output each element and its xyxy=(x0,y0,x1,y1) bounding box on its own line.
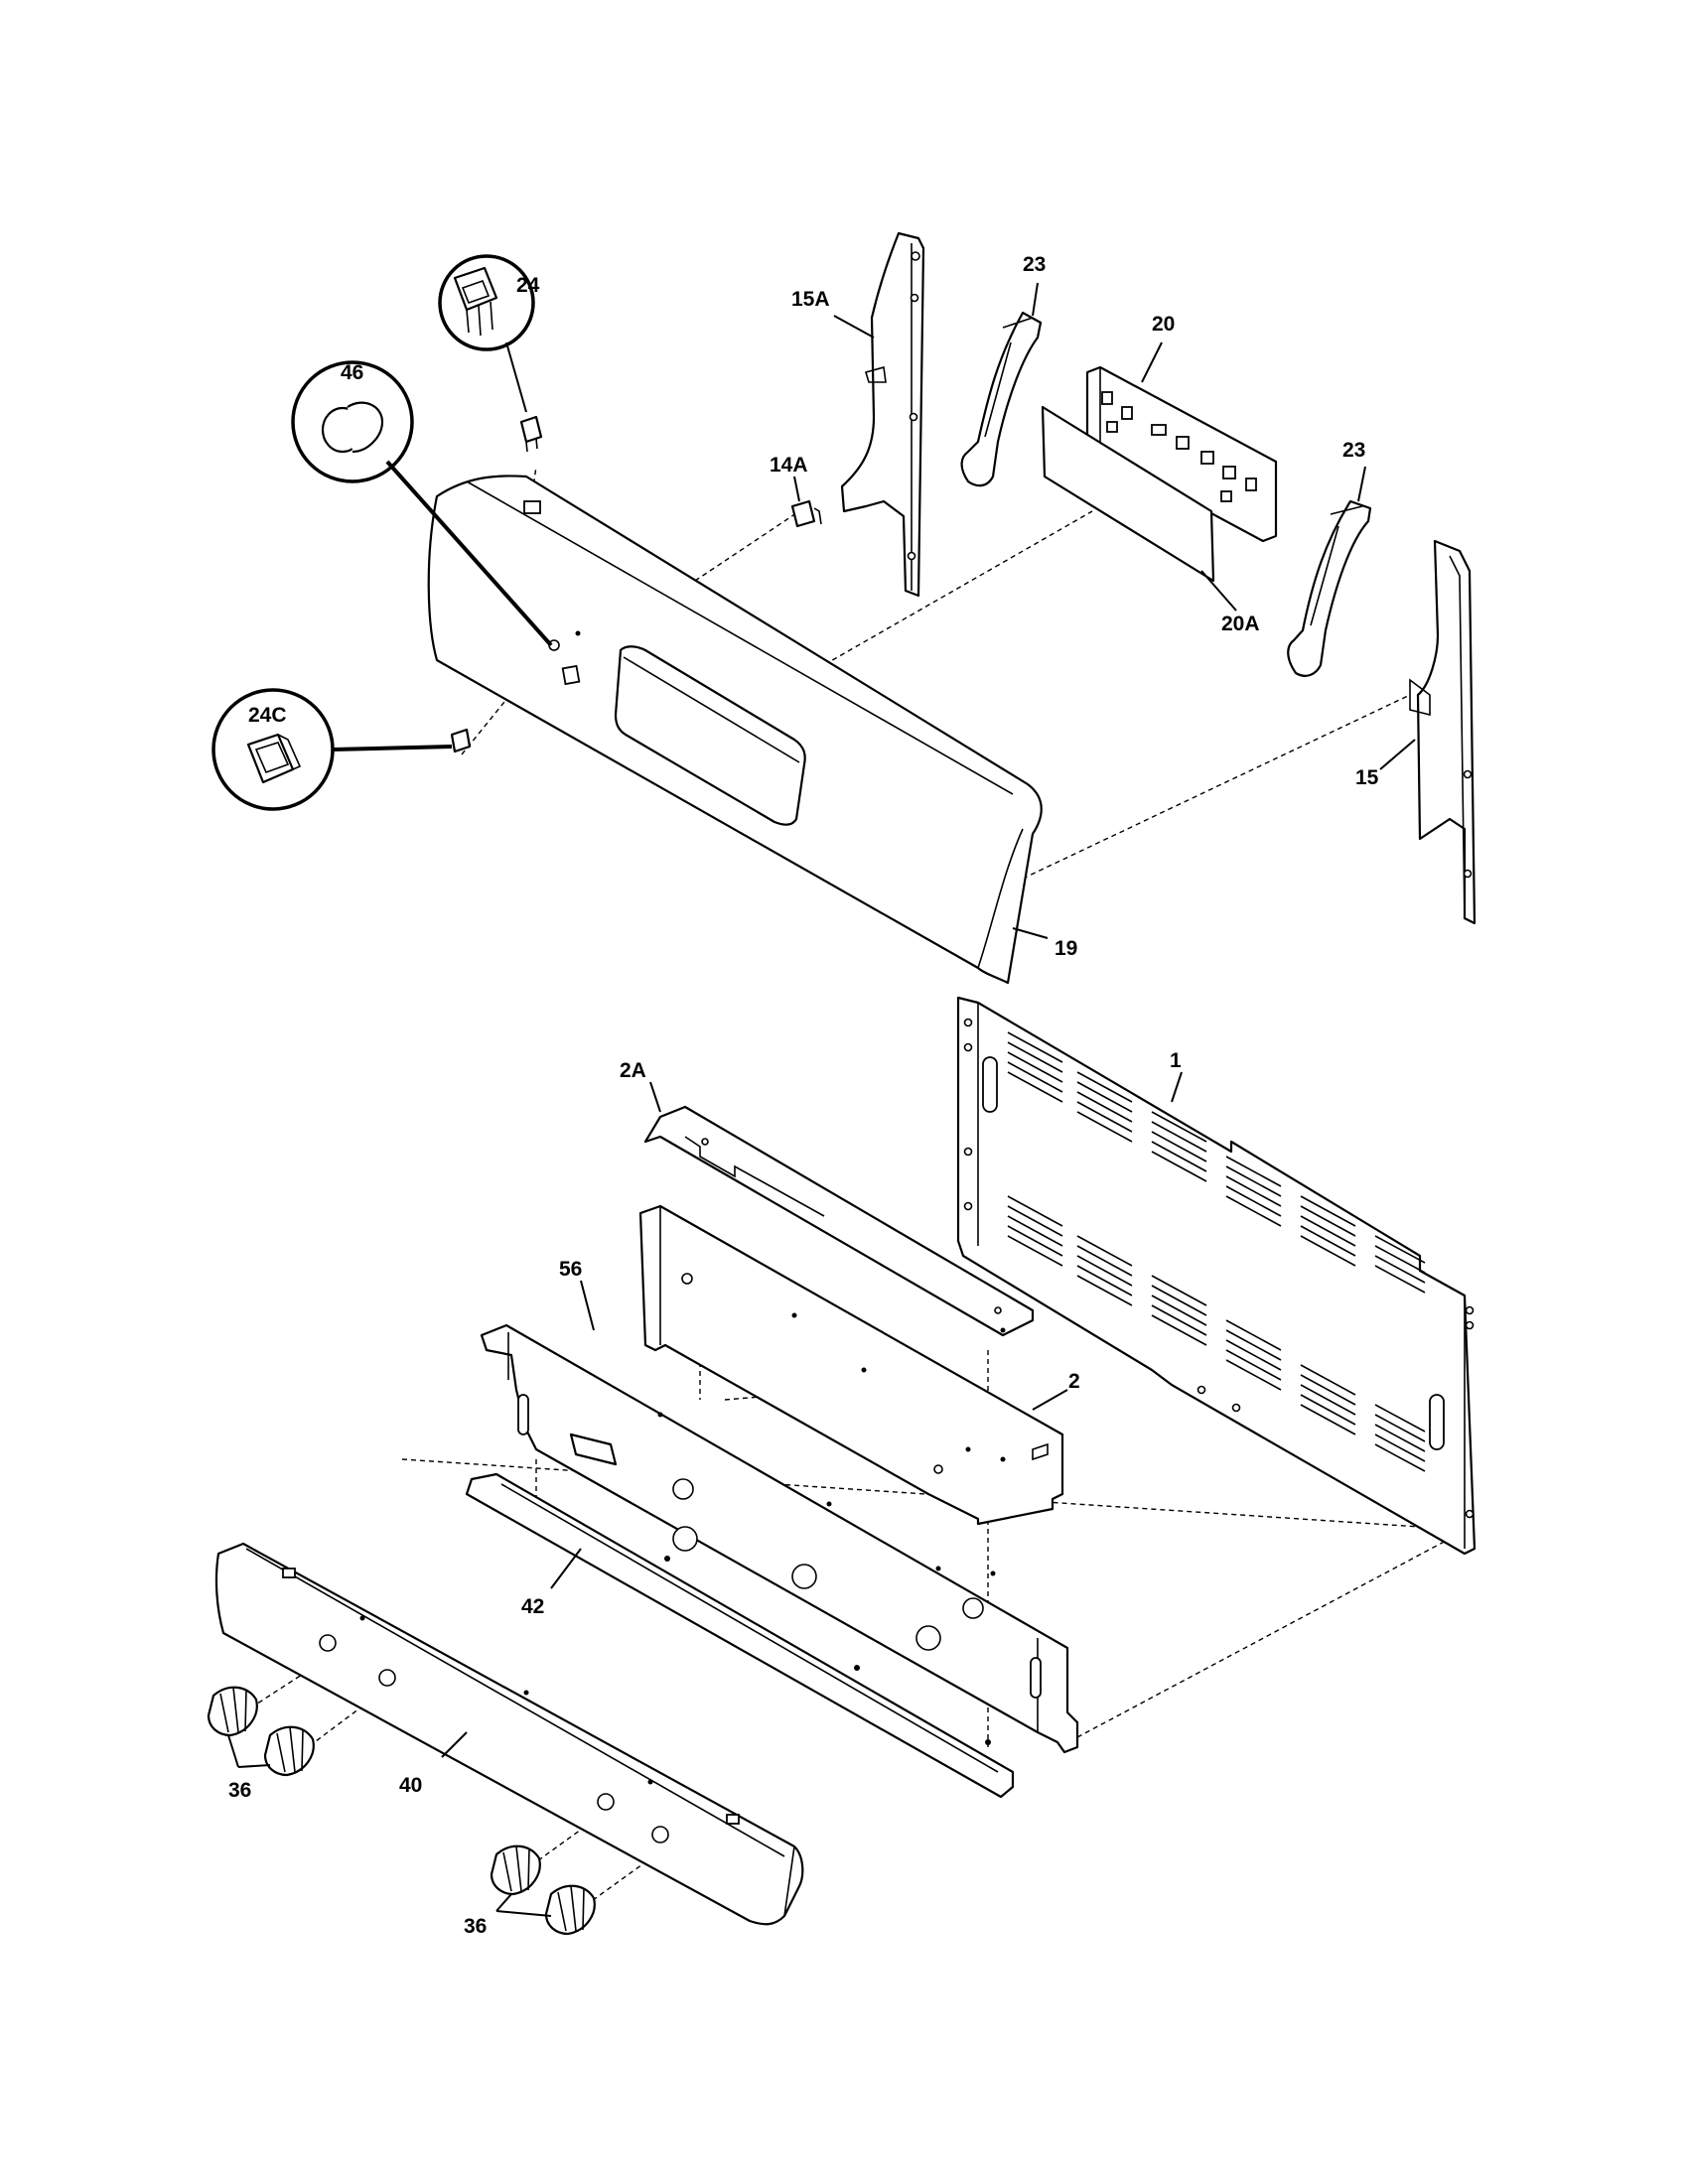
label-23-lower: 23 xyxy=(1342,439,1365,462)
label-2A: 2A xyxy=(620,1059,646,1082)
label-24C: 24C xyxy=(248,704,287,727)
switch-part-14A xyxy=(790,499,822,528)
electronic-control-part-20 xyxy=(1085,365,1278,543)
label-42: 42 xyxy=(521,1595,544,1618)
callout-24 xyxy=(438,254,543,453)
control-front-part-40 xyxy=(214,1542,804,1926)
side-trim-part-15A xyxy=(840,231,925,598)
label-40: 40 xyxy=(399,1774,422,1797)
bracket-part-23-upper xyxy=(960,311,1043,487)
label-36-left: 36 xyxy=(228,1779,251,1802)
label-56: 56 xyxy=(559,1258,582,1281)
label-20A: 20A xyxy=(1221,613,1260,635)
knob-part-36-group-b xyxy=(490,1844,596,1936)
label-1: 1 xyxy=(1170,1049,1182,1072)
label-23-upper: 23 xyxy=(1023,253,1046,276)
trim-strip-part-42 xyxy=(465,1472,1015,1799)
label-19: 19 xyxy=(1055,937,1077,960)
bracket-part-23-lower xyxy=(1287,499,1372,677)
label-2: 2 xyxy=(1068,1370,1080,1393)
leader-lines xyxy=(227,282,1416,1917)
rear-panel-part-1 xyxy=(956,996,1477,1556)
control-panel-part-19 xyxy=(427,475,1043,985)
label-15: 15 xyxy=(1355,766,1379,789)
inner-panel-part-2 xyxy=(638,1204,1064,1526)
knob-part-36-group-a xyxy=(207,1686,315,1777)
overlay-part-20A xyxy=(1041,405,1215,583)
part-labels: 1 2 2A 14A 15 15A 19 20 20A 23 23 24 24C… xyxy=(228,253,1379,1938)
side-trim-part-15 xyxy=(1409,539,1477,925)
label-46: 46 xyxy=(341,361,363,384)
mounting-panel-part-56 xyxy=(480,1323,1079,1754)
heat-shield-part-2A xyxy=(643,1105,1035,1337)
callout-46 xyxy=(291,360,414,483)
label-24: 24 xyxy=(516,274,540,297)
label-36-right: 36 xyxy=(464,1915,487,1938)
label-15A: 15A xyxy=(791,288,830,311)
label-20: 20 xyxy=(1152,313,1175,336)
label-14A: 14A xyxy=(770,454,808,477)
